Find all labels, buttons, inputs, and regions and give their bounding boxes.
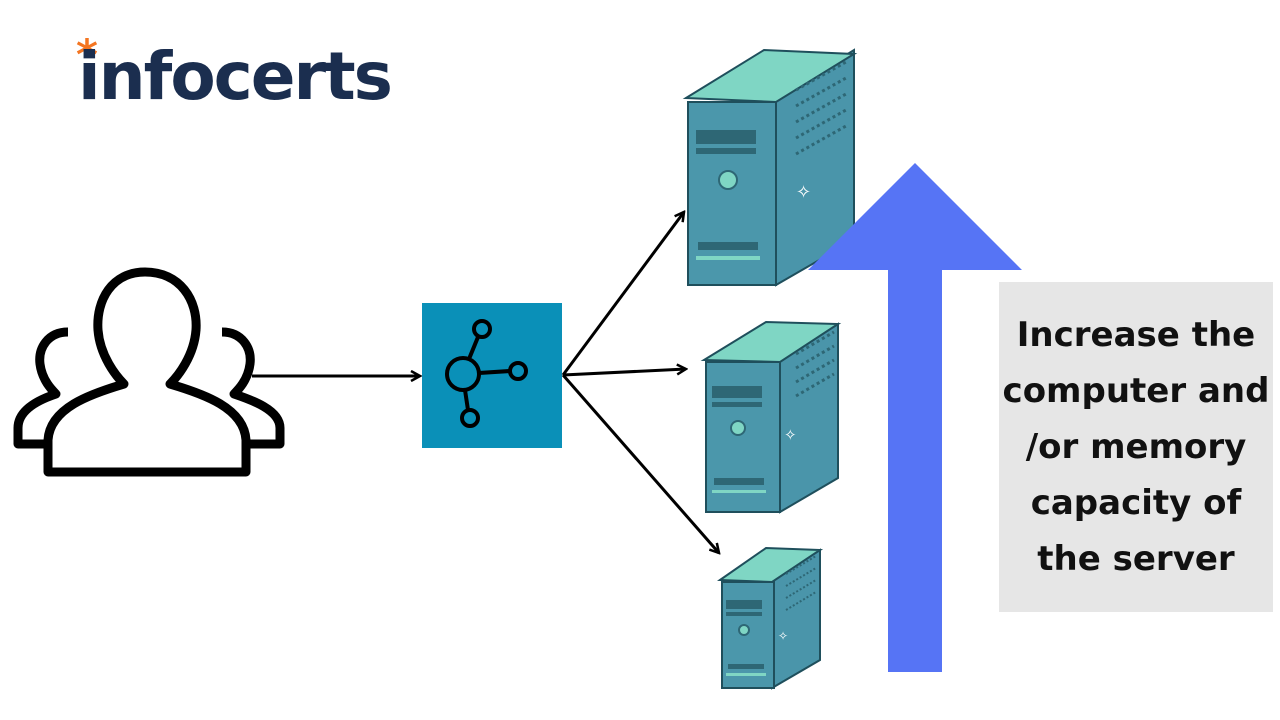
hub-box — [422, 303, 562, 448]
svg-text:✧: ✧ — [778, 629, 788, 643]
router-to-server-3-arrow — [561, 374, 719, 553]
server-tower-icon: ✧ — [700, 320, 842, 514]
router-to-server-2-arrow — [562, 369, 686, 377]
network-hub-icon — [422, 303, 562, 448]
server-tower-icon: ✧ — [716, 546, 824, 690]
server-tower-icon: ✧ — [682, 48, 858, 287]
logo-asterisk: * — [76, 30, 98, 79]
caption-text: Increase the computer and /or memory cap… — [1002, 315, 1270, 579]
svg-text:✧: ✧ — [784, 426, 797, 444]
scale-up-arrow — [808, 163, 1022, 672]
users-group-icon — [13, 267, 285, 477]
caption-box: Increase the computer and /or memory cap… — [999, 282, 1273, 612]
svg-text:✧: ✧ — [796, 182, 811, 203]
logo-text: infocerts — [78, 38, 393, 115]
router-to-server-1-arrow — [561, 212, 684, 376]
